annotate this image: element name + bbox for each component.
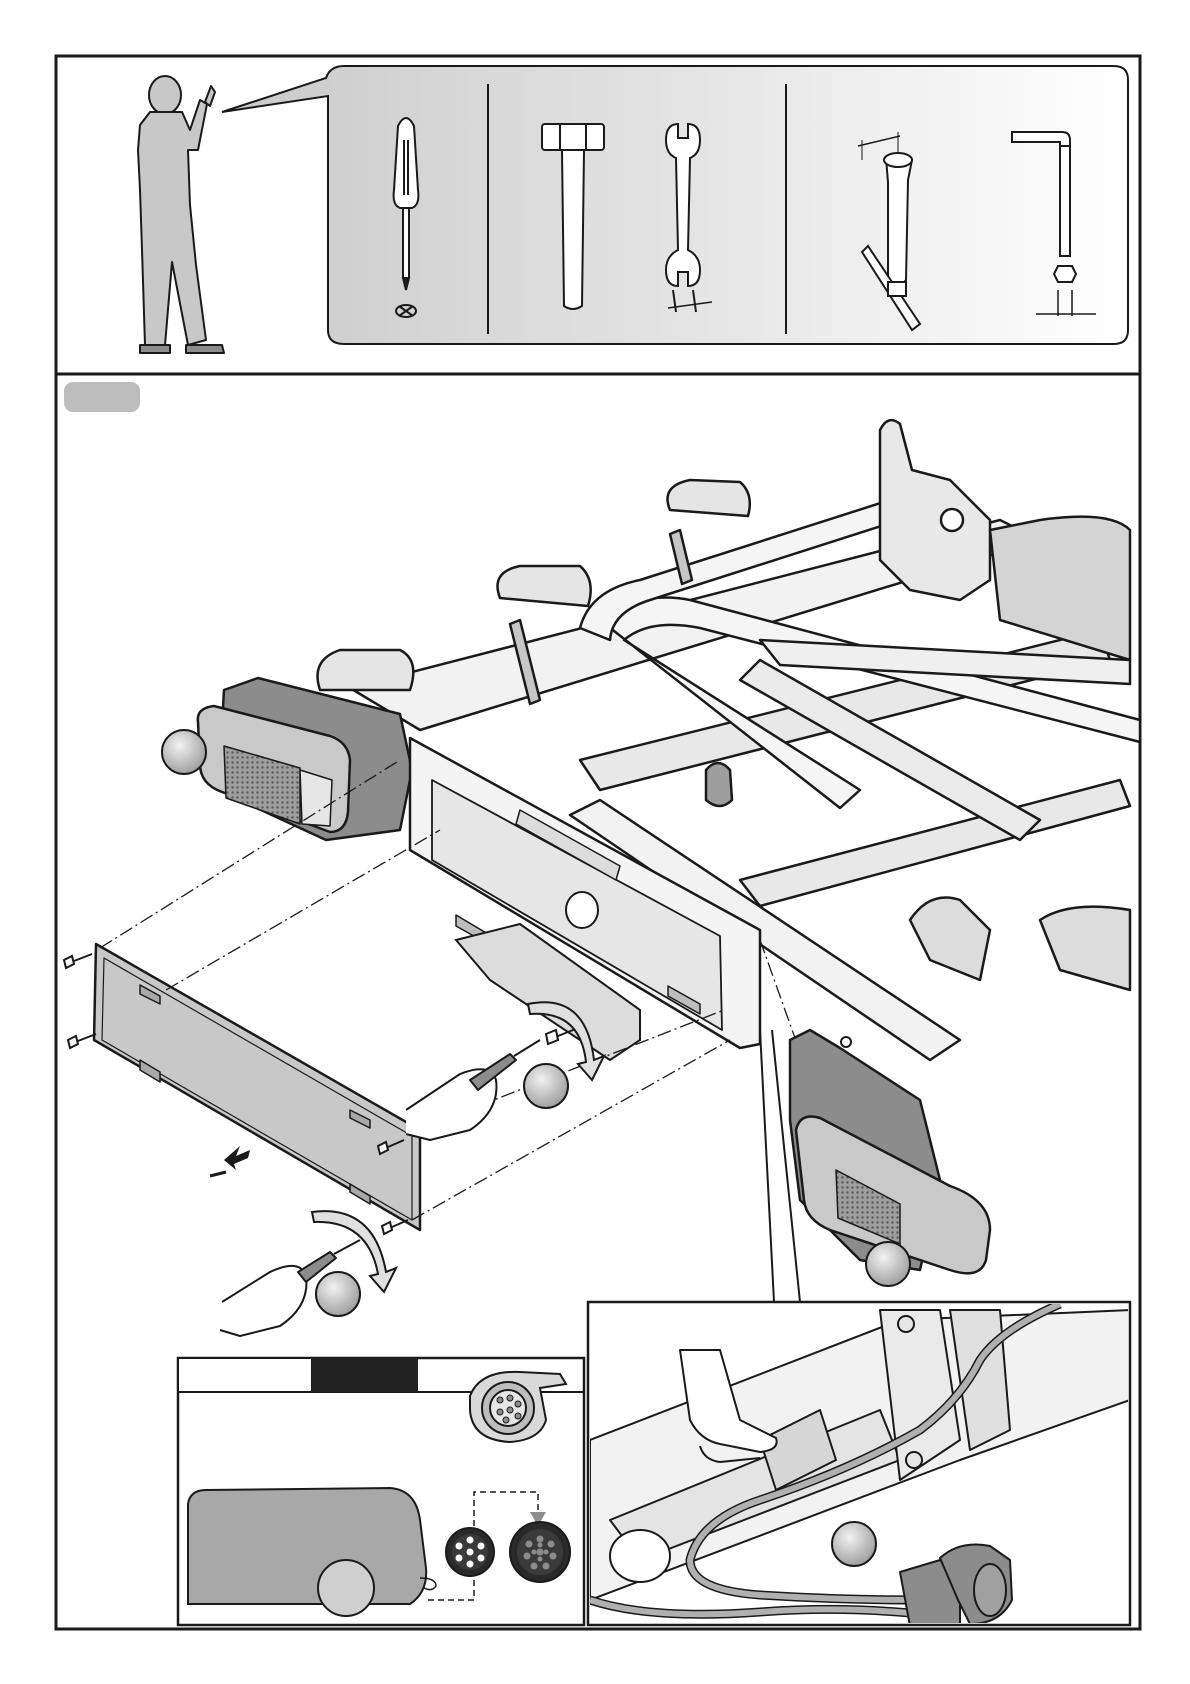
plate-panel [94,944,420,1230]
inset-tab-left [178,1358,312,1392]
tools-header [138,66,1128,353]
car-wheel [318,1560,374,1616]
callout-screw-left [316,1272,360,1316]
socket-inset [178,1358,584,1625]
car-silhouette [188,1488,426,1604]
insert-arrow-tail [210,1172,226,1176]
callout-left-light [162,730,206,774]
step-badge [64,382,140,412]
insert-arrow-icon [224,1146,250,1170]
callout-right-light [866,1242,910,1286]
callout-cable [832,1522,876,1566]
leader-line-1 [760,1030,774,1302]
inset-tab-right [312,1358,418,1392]
person-icon [138,76,224,353]
socket-13pin-icon [510,1522,570,1582]
callout-screw-right [524,1064,568,1108]
cable-inset [588,1302,1130,1626]
socket-7pin-icon [446,1528,494,1576]
right-tail-light [790,1030,990,1273]
